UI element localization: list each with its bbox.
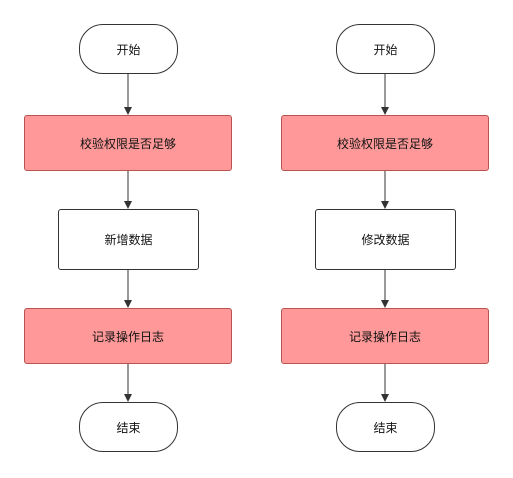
right-log-label: 记录操作日志 (348, 329, 421, 344)
right-start-label: 开始 (373, 42, 398, 57)
left-log-node: 记录操作日志 (24, 308, 232, 364)
right-action-label: 修改数据 (361, 233, 410, 247)
right-permission-check-node: 校验权限是否足够 (281, 115, 489, 171)
right-end-node: 结束 (336, 402, 435, 452)
left-end-node: 结束 (79, 402, 178, 452)
right-action-node: 修改数据 (315, 209, 456, 270)
left-log-label: 记录操作日志 (91, 329, 164, 344)
left-action-label: 新增数据 (104, 233, 153, 247)
left-start-label: 开始 (116, 42, 141, 57)
left-action-node: 新增数据 (58, 209, 199, 270)
left-start-node: 开始 (79, 24, 178, 74)
right-log-node: 记录操作日志 (281, 308, 489, 364)
left-permission-check-node: 校验权限是否足够 (24, 115, 232, 171)
right-end-label: 结束 (373, 420, 398, 435)
left-end-label: 结束 (116, 420, 141, 435)
right-permission-check-label: 校验权限是否足够 (336, 136, 433, 151)
left-permission-check-label: 校验权限是否足够 (79, 136, 176, 151)
right-start-node: 开始 (336, 24, 435, 74)
